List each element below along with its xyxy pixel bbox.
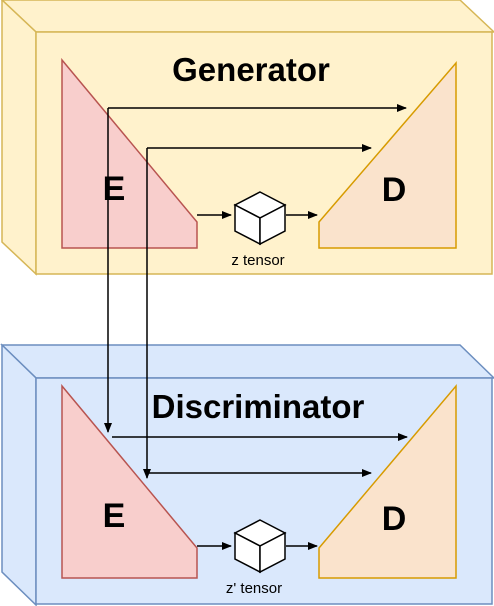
discriminator-block: E D Discriminator z' tensor [0, 343, 494, 606]
generator-decoder-label: D [382, 171, 407, 209]
generator-decoder-shape [318, 60, 457, 249]
z-tensor-cube-icon [233, 191, 287, 246]
z-prime-tensor-cube-icon [233, 519, 287, 574]
discriminator-decoder-label: D [382, 500, 407, 538]
z-prime-tensor-label: z' tensor [226, 580, 282, 597]
discriminator-title: Discriminator [152, 388, 365, 425]
generator-encoder-label: E [103, 170, 126, 208]
discriminator-decoder-shape [318, 383, 457, 579]
discriminator-encoder-shape [61, 383, 198, 579]
generator-title: Generator [172, 51, 330, 88]
z-tensor-label: z tensor [231, 252, 284, 269]
generator-box-side [1, 0, 37, 276]
discriminator-encoder-label: E [103, 497, 126, 535]
discriminator-box-side [1, 343, 37, 606]
generator-box-top [0, 0, 494, 33]
generator-encoder-shape [61, 57, 198, 249]
generator-block: Generator E D z tensor [0, 0, 494, 276]
discriminator-box-top [0, 344, 494, 379]
